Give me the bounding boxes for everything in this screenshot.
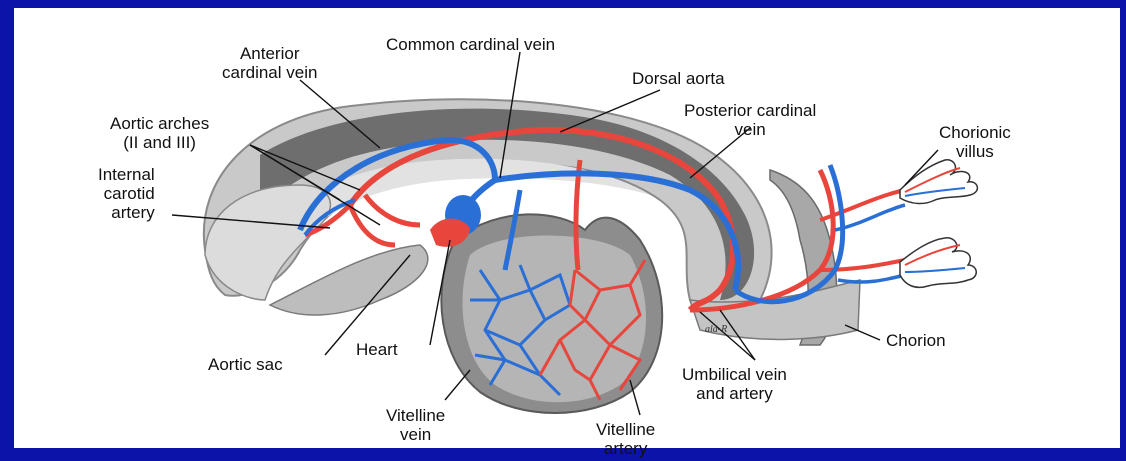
label-heart: Heart	[356, 340, 398, 359]
umbilical-vein-to-villus-lower	[838, 275, 905, 282]
label-posterior-cardinal-vein: Posterior cardinal vein	[684, 101, 816, 139]
label-aortic-sac: Aortic sac	[208, 355, 283, 374]
label-aortic-arches: Aortic arches (II and III)	[110, 114, 209, 152]
chorionic-villus-upper	[900, 160, 977, 204]
frame-left-block-upper	[0, 120, 14, 210]
label-internal-carotid-artery: Internal carotid artery	[98, 165, 155, 222]
embryo-circulation-diagram: ala-R	[14, 8, 1120, 448]
label-anterior-cardinal-vein: Anterior cardinal vein	[222, 44, 317, 82]
label-umbilical-vein-and-artery: Umbilical vein and artery	[682, 365, 787, 403]
artist-signature: ala-R	[705, 324, 727, 335]
frame-left-block-lower	[0, 385, 14, 461]
label-vitelline-artery: Vitelline artery	[596, 420, 655, 458]
label-chorionic-villus: Chorionic villus	[939, 123, 1011, 161]
label-vitelline-vein: Vitelline vein	[386, 406, 445, 444]
diagram-panel: ala-R Anterior cardinal vein Common card…	[14, 8, 1120, 448]
label-chorion: Chorion	[886, 331, 946, 350]
label-common-cardinal-vein: Common cardinal vein	[386, 35, 555, 54]
label-dorsal-aorta: Dorsal aorta	[632, 69, 725, 88]
